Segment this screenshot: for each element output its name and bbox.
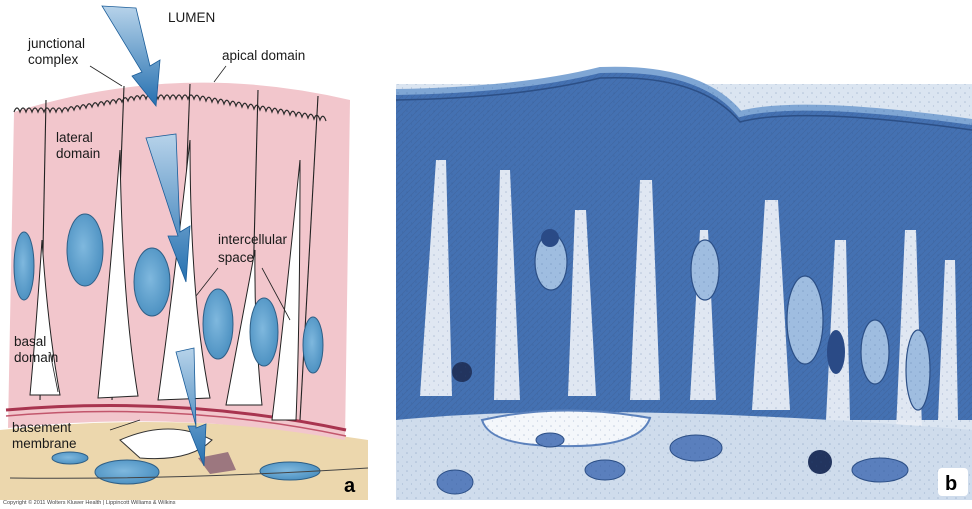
panel-b-badge — [938, 468, 968, 496]
label-basement: basement — [12, 420, 72, 435]
basement-membrane-line — [5, 404, 347, 432]
panel-b-micrograph: b — [395, 66, 972, 500]
label-junctional: junctional — [27, 36, 85, 51]
panel-a-letter: a — [344, 475, 356, 497]
microvilli — [13, 94, 327, 122]
label-membrane: membrane — [12, 436, 77, 451]
label-complex: complex — [28, 52, 79, 67]
label-basal: basal — [14, 334, 46, 349]
panel-a-diagram: LUMEN junctional complex apical domain l… — [0, 5, 369, 500]
connective-tissue — [0, 422, 368, 500]
label-basal-domain: domain — [14, 350, 58, 365]
panel-b-letter: b — [945, 473, 957, 495]
lumen-arrows — [101, 5, 207, 467]
label-lumen: LUMEN — [168, 10, 215, 25]
nuclei — [13, 213, 324, 485]
label-lateral-domain: domain — [56, 146, 100, 161]
label-lateral: lateral — [56, 130, 93, 145]
copyright-line: Copyright © 2011 Wolters Kluwer Health |… — [3, 500, 176, 506]
label-intercellular: intercellular — [218, 232, 288, 247]
label-space: space — [218, 250, 254, 265]
label-apical-domain: apical domain — [222, 48, 305, 63]
